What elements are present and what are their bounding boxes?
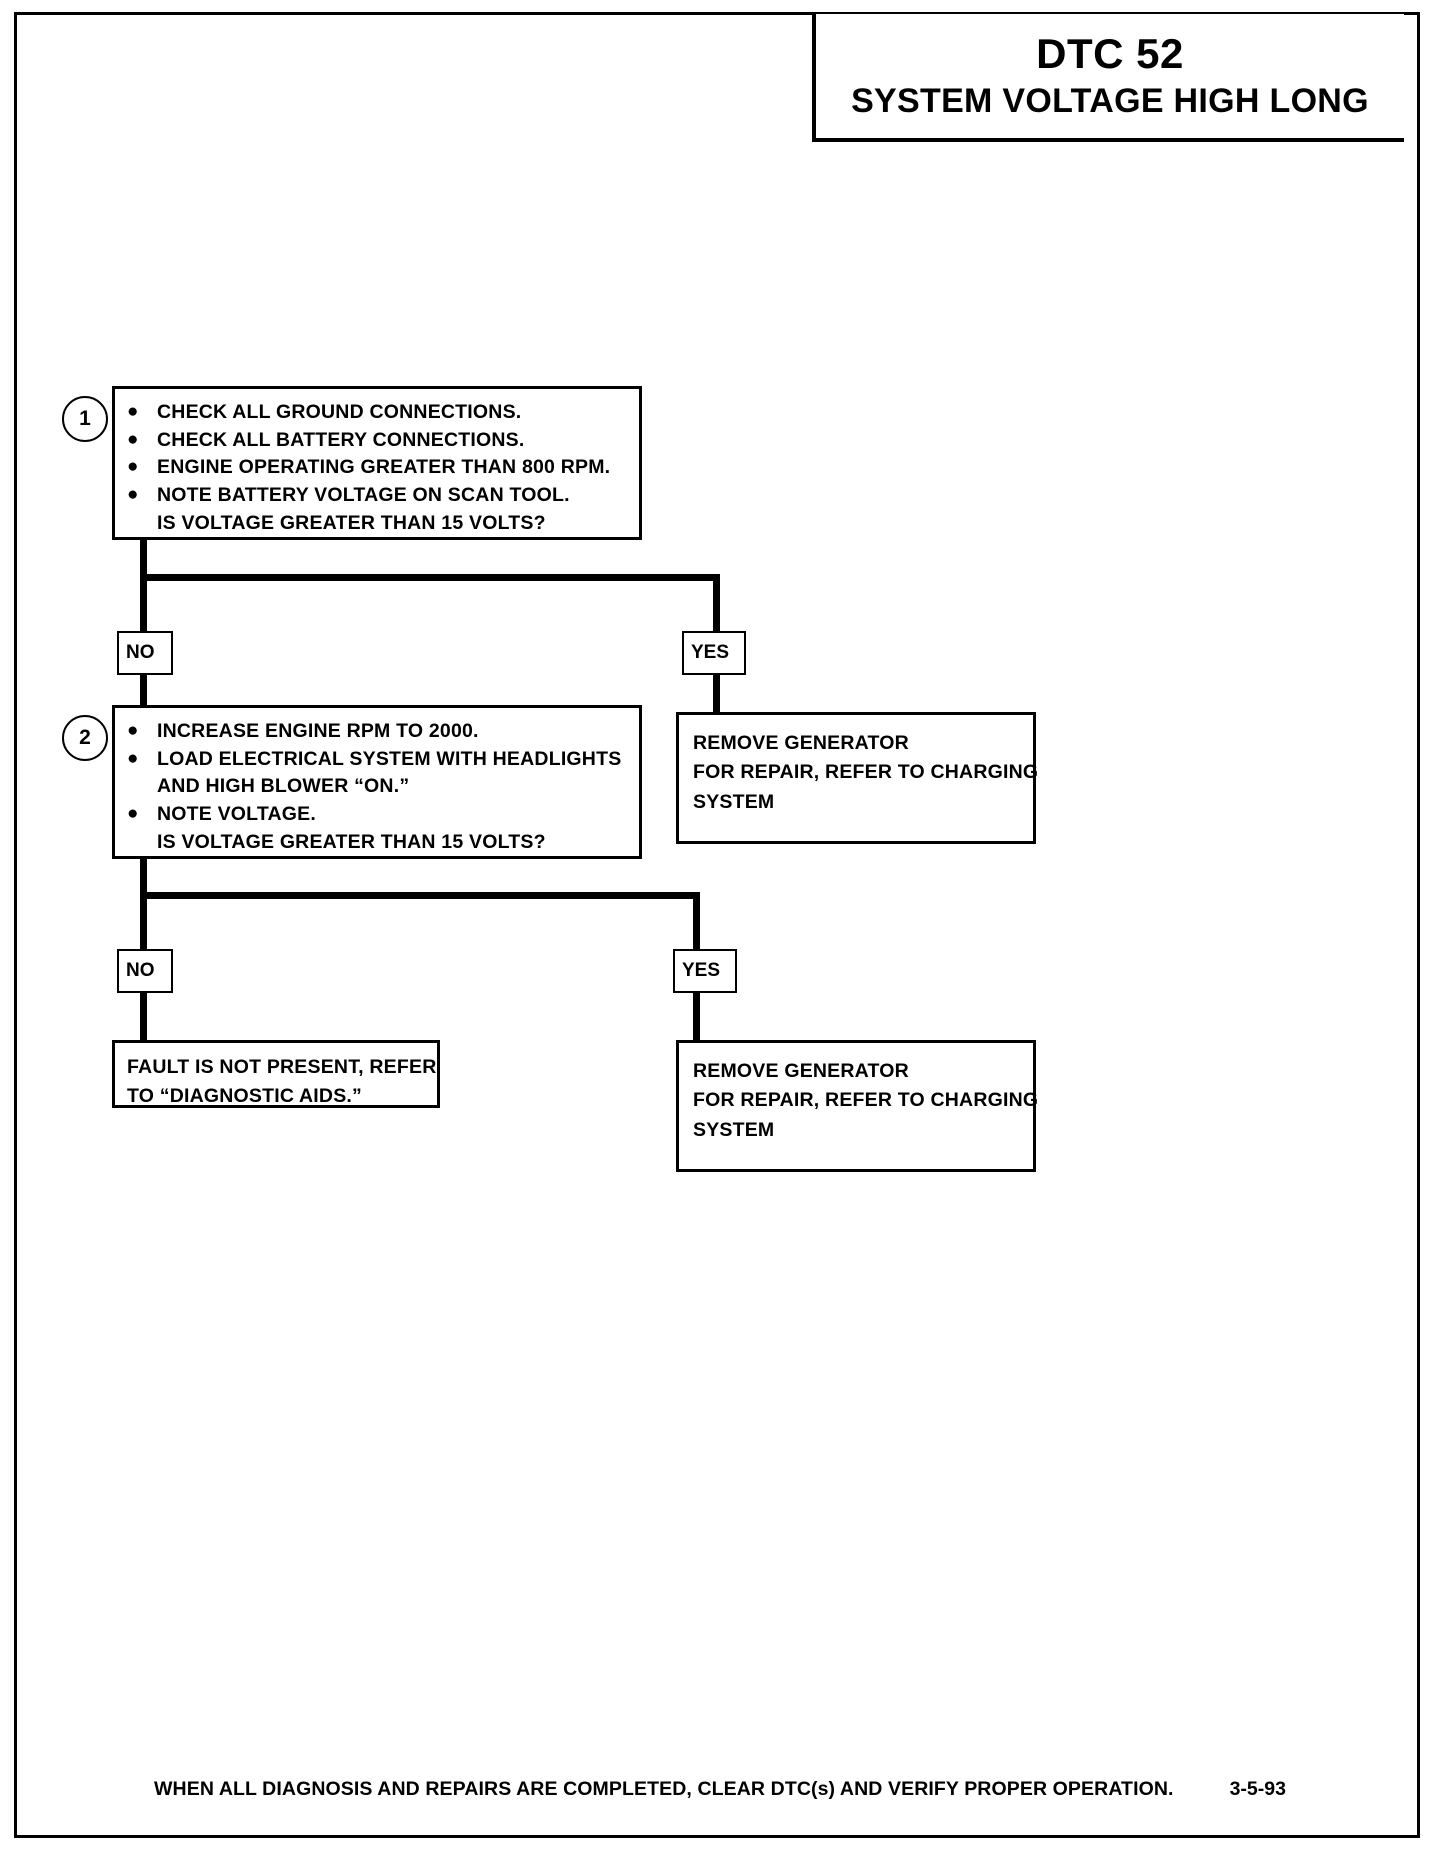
result-top-line-2-text: FOR REPAIR, REFER TO CHARGING — [693, 761, 1039, 784]
branch-tag-yes-2-label: YES — [682, 960, 721, 981]
step-1-bullet-4: ● NOTE BATTERY VOLTAGE ON SCAN TOOL. — [127, 482, 627, 510]
step-1-bullet-4-text: NOTE BATTERY VOLTAGE ON SCAN TOOL. — [157, 484, 570, 507]
step-number-1-label: 1 — [79, 407, 91, 430]
step-1-question-text: IS VOLTAGE GREATER THAN 15 VOLTS? — [157, 511, 546, 534]
connector-step1-down — [140, 540, 147, 578]
footer-date: 3-5-93 — [1229, 1778, 1286, 1800]
result-no-line-2: TO “DIAGNOSTIC AIDS.” — [127, 1082, 425, 1111]
bullet-icon: ● — [127, 401, 139, 422]
step-2-bullet-2-text: LOAD ELECTRICAL SYSTEM WITH HEADLIGHTS — [157, 747, 622, 770]
page-border — [14, 12, 1420, 1838]
connector-step1-yes-stem — [713, 574, 720, 634]
connector-step1-horizontal — [140, 574, 720, 581]
bullet-icon: ● — [127, 803, 139, 825]
step-1-bullet-1-text: CHECK ALL GROUND CONNECTIONS. — [157, 401, 522, 423]
step-2-bullet-3: ● NOTE VOLTAGE. — [127, 801, 627, 829]
branch-tag-no-1-label: NO — [126, 642, 155, 663]
step-2-question: ● IS VOLTAGE GREATER THAN 15 VOLTS? — [127, 829, 627, 857]
step-1-box: ● CHECK ALL GROUND CONNECTIONS. ● CHECK … — [112, 386, 642, 540]
step-2-bullet-1-text: INCREASE ENGINE RPM TO 2000. — [157, 720, 479, 742]
step-2-question-text: IS VOLTAGE GREATER THAN 15 VOLTS? — [157, 830, 546, 853]
bullet-spacer-icon: ● — [127, 510, 157, 537]
result-bottom-line-1: REMOVE GENERATOR — [693, 1057, 1019, 1086]
step-1-question: ● IS VOLTAGE GREATER THAN 15 VOLTS? — [127, 510, 627, 538]
step-number-1: 1 — [62, 396, 108, 442]
step-1-bullet-2-text: CHECK ALL BATTERY CONNECTIONS. — [157, 428, 525, 451]
dtc-code: DTC 52 — [1036, 30, 1184, 78]
connector-step2-down — [140, 859, 147, 895]
bullet-icon: ● — [127, 428, 139, 450]
connector-step1-no-stem — [140, 574, 147, 634]
step-number-2: 2 — [62, 715, 108, 761]
step-1-bullet-3-text: ENGINE OPERATING GREATER THAN 800 RPM. — [157, 456, 611, 479]
connector-no1-to-step2 — [140, 672, 147, 706]
dtc-title-box: DTC 52 SYSTEM VOLTAGE HIGH LONG — [812, 14, 1404, 142]
dtc-title: SYSTEM VOLTAGE HIGH LONG — [851, 82, 1369, 121]
page-footer: WHEN ALL DIAGNOSIS AND REPAIRS ARE COMPL… — [0, 1778, 1440, 1801]
result-top-line-3-text: SYSTEM — [693, 790, 775, 813]
branch-tag-no-1: NO — [117, 631, 173, 675]
result-bottom-line-2: FOR REPAIR, REFER TO CHARGING — [693, 1086, 1038, 1115]
connector-step2-horizontal — [140, 892, 700, 899]
step-1-bullet-3: ● ENGINE OPERATING GREATER THAN 800 RPM. — [127, 454, 627, 482]
bullet-icon: ● — [127, 747, 139, 769]
result-remove-generator-top-box: REMOVE GENERATOR FOR REPAIR, REFER TO CH… — [676, 712, 1038, 844]
result-no-line-2-text: TO “DIAGNOSTIC AIDS.” — [127, 1085, 362, 1108]
branch-tag-yes-2: YES — [673, 949, 737, 993]
result-bottom-line-1-text: REMOVE GENERATOR — [693, 1060, 909, 1082]
branch-tag-no-2-label: NO — [126, 960, 155, 981]
branch-tag-yes-1-label: YES — [691, 642, 730, 663]
bullet-icon: ● — [127, 720, 139, 741]
connector-step2-no-stem — [140, 892, 147, 952]
result-bottom-line-3: SYSTEM — [693, 1116, 1019, 1145]
connector-yes2-to-result — [693, 990, 700, 1042]
step-2-bullet-2-continuation-text: AND HIGH BLOWER “ON.” — [157, 775, 410, 798]
result-no-line-1: FAULT IS NOT PRESENT, REFER — [127, 1053, 436, 1082]
result-bottom-line-3-text: SYSTEM — [693, 1118, 775, 1141]
step-number-2-label: 2 — [79, 726, 91, 749]
bullet-spacer-icon: ● — [127, 773, 157, 800]
connector-yes1-to-result — [713, 672, 720, 712]
result-top-line-2: FOR REPAIR, REFER TO CHARGING — [693, 758, 1038, 787]
result-top-line-3: SYSTEM — [693, 788, 1019, 817]
connector-no2-to-result — [140, 990, 147, 1042]
step-1-bullet-1: ● CHECK ALL GROUND CONNECTIONS. — [127, 399, 627, 427]
branch-tag-yes-1: YES — [682, 631, 746, 675]
result-top-line-1-text: REMOVE GENERATOR — [693, 732, 909, 754]
bullet-icon: ● — [127, 456, 139, 478]
step-2-bullet-2: ● LOAD ELECTRICAL SYSTEM WITH HEADLIGHTS — [127, 746, 627, 774]
step-2-box: ● INCREASE ENGINE RPM TO 2000. ● LOAD EL… — [112, 705, 642, 859]
result-top-line-1: REMOVE GENERATOR — [693, 729, 1019, 758]
result-no-line-1-text: FAULT IS NOT PRESENT, REFER — [127, 1056, 437, 1078]
branch-tag-no-2: NO — [117, 949, 173, 993]
bullet-spacer-icon: ● — [127, 829, 157, 856]
connector-step2-yes-stem — [693, 892, 700, 952]
step-2-bullet-1: ● INCREASE ENGINE RPM TO 2000. — [127, 718, 627, 746]
footer-note: WHEN ALL DIAGNOSIS AND REPAIRS ARE COMPL… — [154, 1778, 1174, 1800]
bullet-icon: ● — [127, 484, 139, 506]
result-bottom-line-2-text: FOR REPAIR, REFER TO CHARGING — [693, 1089, 1039, 1112]
result-fault-not-present-box: FAULT IS NOT PRESENT, REFER TO “DIAGNOST… — [112, 1040, 440, 1108]
step-2-bullet-3-text: NOTE VOLTAGE. — [157, 803, 316, 826]
result-remove-generator-bottom-box: REMOVE GENERATOR FOR REPAIR, REFER TO CH… — [676, 1040, 1038, 1172]
step-1-bullet-2: ● CHECK ALL BATTERY CONNECTIONS. — [127, 427, 627, 455]
step-2-bullet-2-continuation: ● AND HIGH BLOWER “ON.” — [127, 773, 627, 801]
